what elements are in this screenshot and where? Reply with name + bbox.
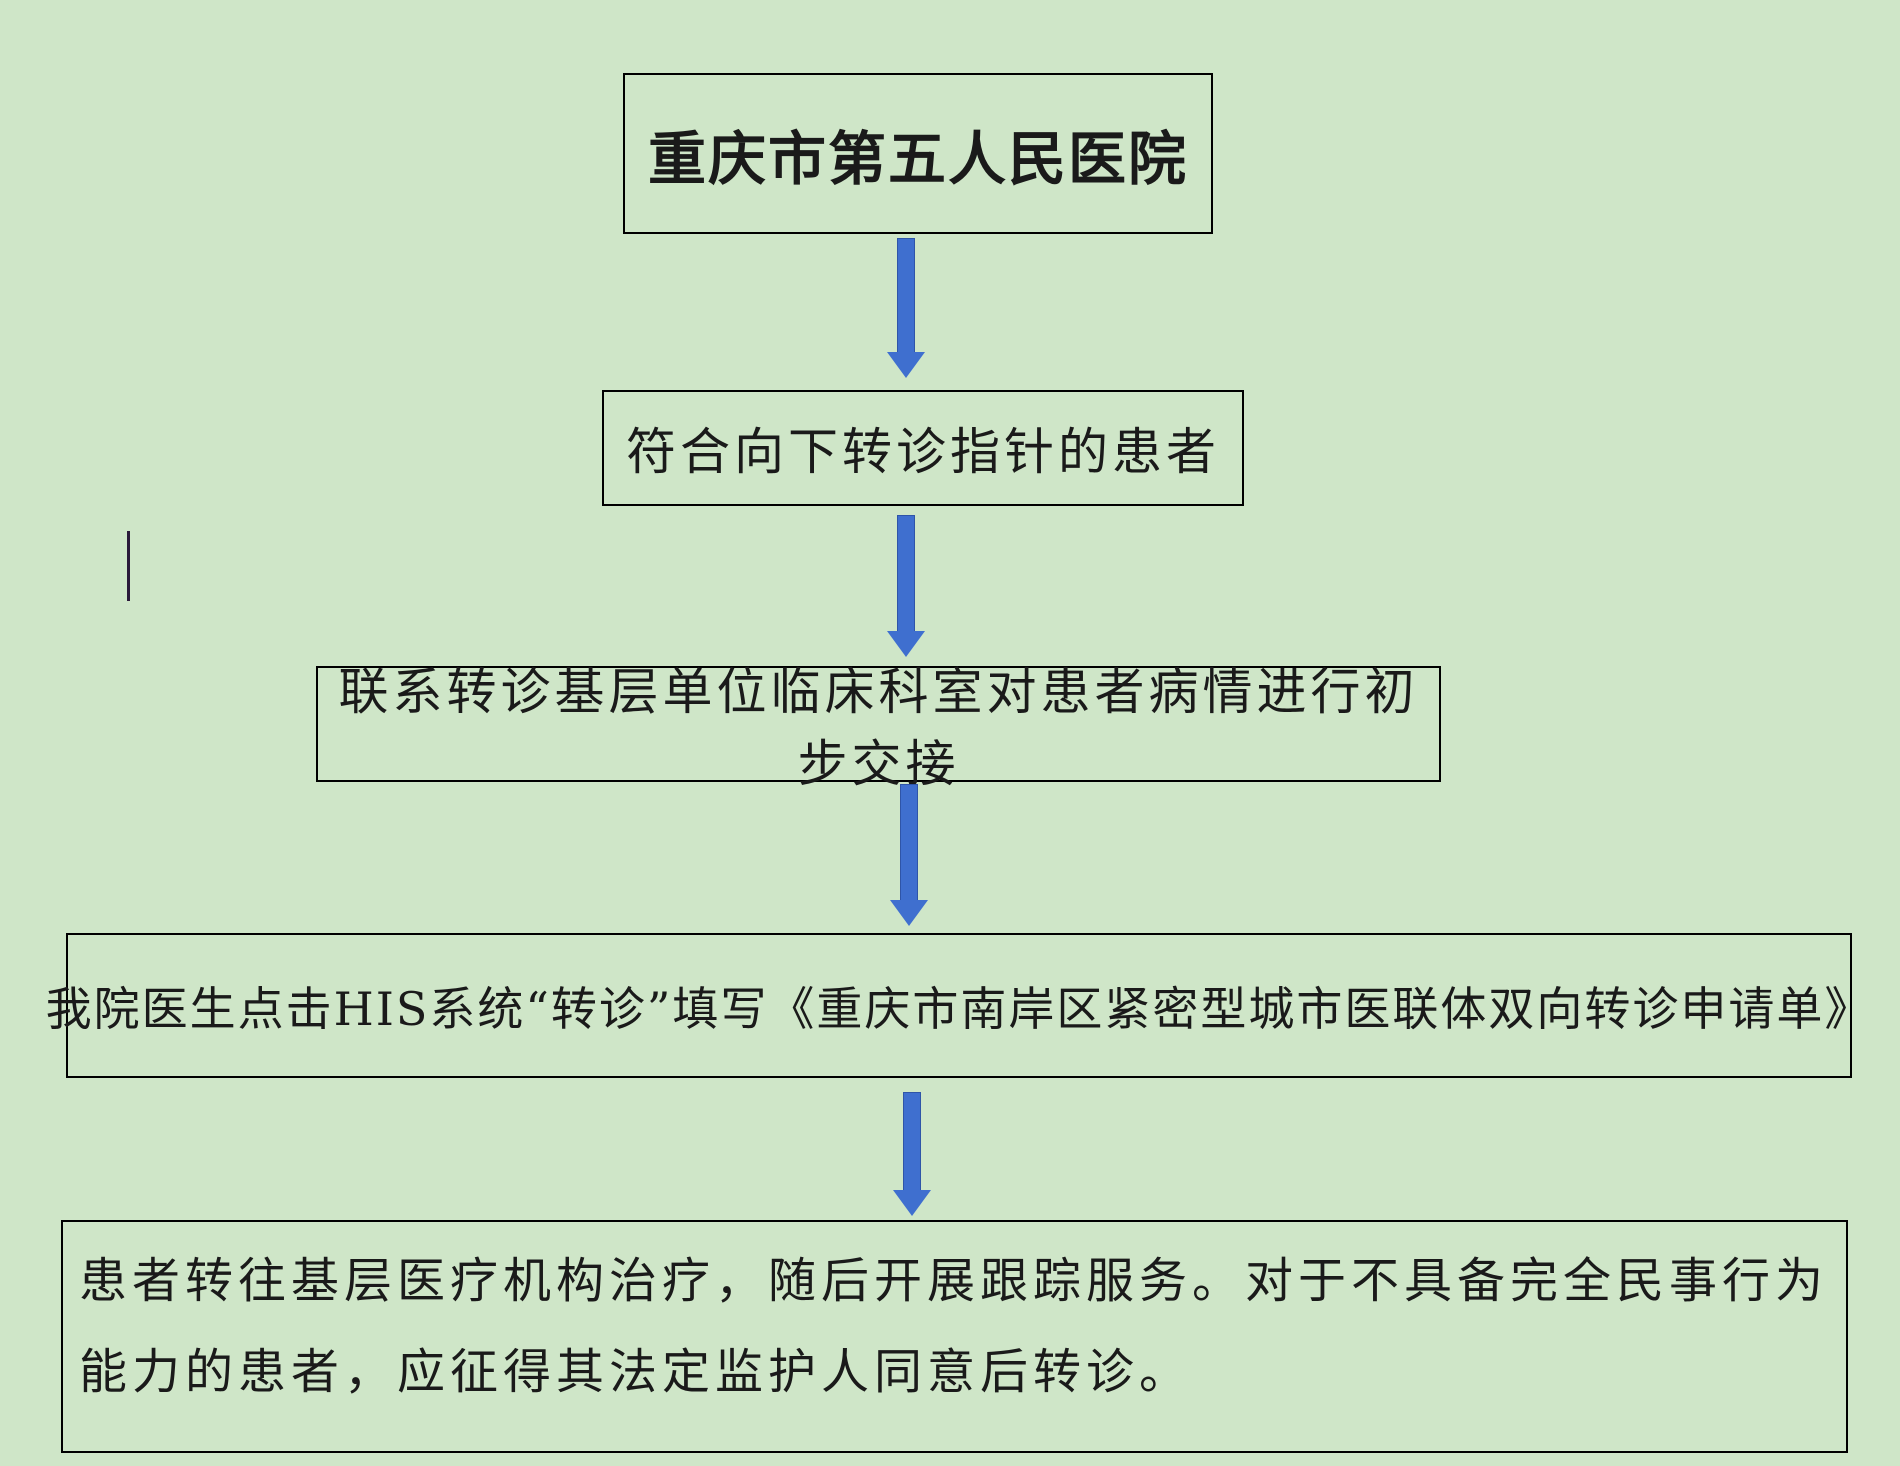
step-4-box: 我院医生点击HIS系统“转诊”填写《重庆市南岸区紧密型城市医联体双向转诊申请单》	[46, 933, 1870, 1078]
step-3-box: 联系转诊基层单位临床科室对患者病情进行初步交接	[316, 663, 1441, 793]
step-1-box: 重庆市第五人民医院	[623, 73, 1213, 234]
step-5-label: 患者转往基层医疗机构治疗，随后开展跟踪服务。对于不具备完全民事行为能力的患者，应…	[79, 1253, 1829, 1401]
down-arrow-icon	[887, 238, 927, 378]
step-4-label: 我院医生点击HIS系统“转诊”填写《重庆市南岸区紧密型城市医联体双向转诊申请单》	[45, 981, 1873, 1036]
step-1-label: 重庆市第五人民医院	[647, 124, 1188, 193]
down-arrow-icon	[893, 1092, 933, 1216]
down-arrow-icon	[887, 515, 927, 657]
step-2-box: 符合向下转诊指针的患者	[602, 390, 1244, 506]
down-arrow-icon	[890, 784, 930, 926]
text-cursor	[127, 531, 130, 601]
step-3-label: 联系转诊基层单位临床科室对患者病情进行初步交接	[338, 663, 1419, 793]
step-5-box: 患者转往基层医疗机构治疗，随后开展跟踪服务。对于不具备完全民事行为能力的患者，应…	[61, 1220, 1848, 1453]
step-2-label: 符合向下转诊指针的患者	[626, 423, 1220, 481]
